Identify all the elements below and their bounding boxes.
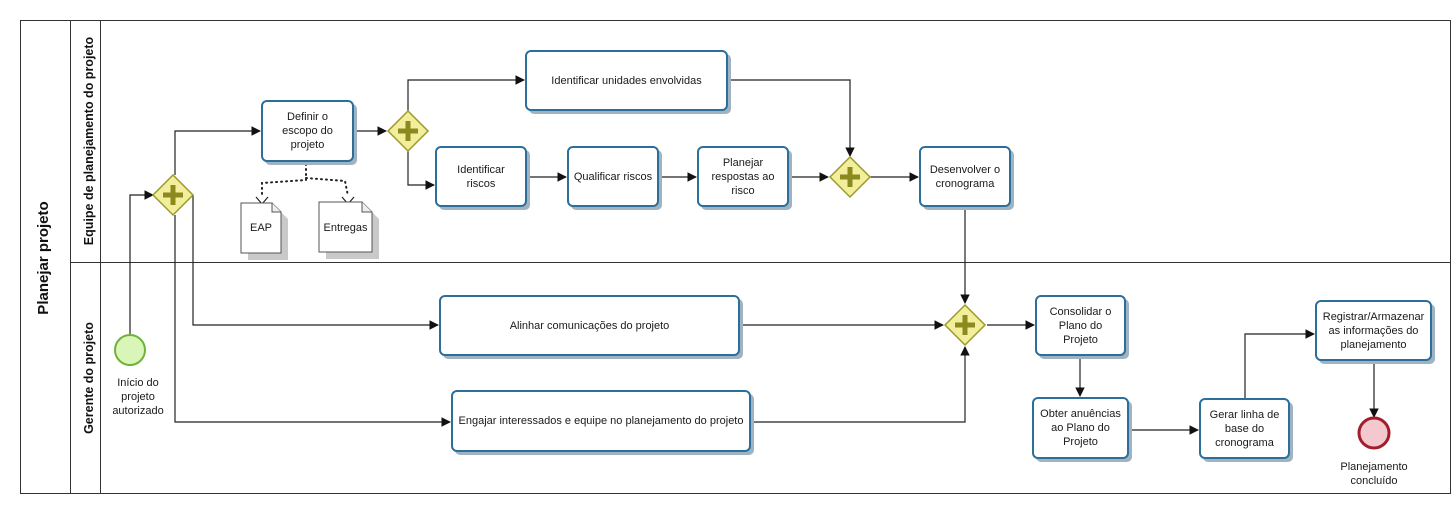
gateway-parallel-join-3[interactable]	[828, 155, 872, 199]
task-label-planejar-respostas: Planejar respostas ao risco	[711, 156, 775, 197]
flow-gerar-registrar	[1244, 329, 1315, 398]
doc-eap	[240, 202, 288, 260]
flow-start-gateway	[129, 190, 154, 334]
task-label-registrar-armazenar: Registrar/Armazenar as informações do pl…	[1322, 310, 1425, 351]
doc-label-eap: EAP	[249, 222, 272, 234]
task-desenvolver-cronograma[interactable]	[919, 146, 1014, 210]
start-event-label: Início do projeto autorizado	[112, 377, 164, 417]
task-registrar-armazenar[interactable]	[1315, 300, 1435, 364]
task-engajar-interessados[interactable]	[451, 390, 754, 455]
association-entregas	[305, 177, 349, 197]
task-consolidar-plano[interactable]	[1035, 295, 1129, 359]
lane-label-manager: Gerente do projeto	[82, 322, 96, 434]
sequence-flows	[129, 75, 1379, 435]
flow-unidades-gw3	[728, 79, 855, 157]
task-qualificar-riscos[interactable]	[567, 146, 662, 210]
end-event[interactable]	[1357, 416, 1391, 450]
task-label-identificar-riscos: Identificar riscos	[457, 163, 505, 190]
start-event[interactable]	[114, 334, 146, 366]
gateway-parallel-join-4[interactable]	[943, 303, 987, 347]
task-identificar-riscos[interactable]	[435, 146, 530, 210]
flow-engajar-gw4	[751, 346, 970, 423]
task-label-identificar-unidades: Identificar unidades envolvidas	[551, 74, 702, 87]
flow-gw1-escopo	[174, 126, 261, 175]
task-planejar-respostas[interactable]	[697, 146, 792, 210]
task-obter-anuencias[interactable]	[1032, 397, 1132, 462]
task-label-alinhar-comunicacoes: Alinhar comunicações do projeto	[509, 319, 670, 332]
flow-gw2-riscos	[407, 151, 435, 190]
task-label-engajar-interessados: Engajar interessados e equipe no planeja…	[458, 415, 744, 427]
flow-gw1-alinhar	[192, 195, 439, 330]
gateway-parallel-split-2[interactable]	[386, 109, 430, 153]
task-label-desenvolver-cronograma: Desenvolver o cronograma	[929, 163, 1001, 190]
flow-gw1-engajar	[174, 215, 451, 427]
task-label-consolidar-plano: Consolidar o Plano do Projeto	[1049, 305, 1112, 346]
flow-gw2-unidades	[407, 75, 525, 111]
lane-label-team: Equipe de planejamento do projeto	[82, 36, 96, 246]
task-label-definir-escopo: Definir o escopo do projeto	[282, 111, 333, 151]
task-gerar-linha-base[interactable]	[1199, 398, 1293, 462]
gateway-parallel-split-1[interactable]	[151, 173, 195, 217]
task-definir-escopo[interactable]	[261, 100, 357, 165]
pool-label: Planejar projeto	[35, 201, 52, 315]
task-label-qualificar-riscos: Qualificar riscos	[573, 170, 653, 183]
task-alinhar-comunicacoes[interactable]	[439, 295, 743, 359]
doc-entregas	[318, 201, 379, 259]
doc-label-entregas: Entregas	[323, 222, 368, 234]
association-eap	[261, 163, 307, 197]
task-label-obter-anuencias: Obter anuências ao Plano do Projeto	[1040, 408, 1121, 448]
task-identificar-unidades[interactable]	[525, 50, 731, 114]
task-label-gerar-linha-base: Gerar linha de base do cronograma	[1209, 408, 1280, 449]
end-event-label: Planejamento concluído	[1340, 461, 1408, 487]
